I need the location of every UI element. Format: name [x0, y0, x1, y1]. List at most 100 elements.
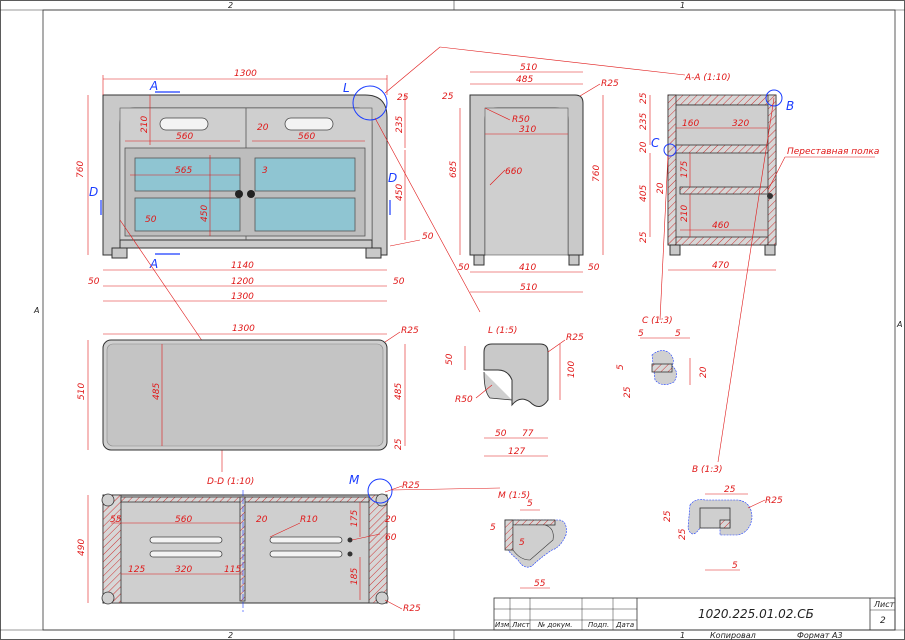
dim-front-20: 20: [257, 123, 269, 133]
section-mark-a-bottom: A: [149, 257, 158, 271]
col-podp: Подп.: [588, 621, 609, 629]
top-view: 1300 R25 510 485 485 25: [77, 324, 419, 451]
col-izm: Изм.: [495, 621, 511, 629]
dim-aa-470: 470: [712, 261, 729, 271]
dim-front-leg: 50: [422, 232, 434, 242]
dim-side-760: 760: [592, 165, 602, 182]
dim-aa-235: 235: [639, 113, 649, 130]
section-mark-d-left: D: [89, 185, 98, 199]
dim-top-1300: 1300: [232, 324, 255, 334]
front-view: 1300 760 210 560 20 560 565 3 450 50 235…: [76, 46, 686, 472]
dim-aa-210: 210: [680, 205, 690, 222]
designation: 1020.225.01.02.СБ: [698, 607, 814, 621]
dim-front-1140: 1140: [231, 261, 254, 271]
dim-m-55: 55: [534, 579, 546, 589]
sheet-number: 2: [880, 616, 886, 626]
dim-top-485: 485: [152, 383, 162, 400]
dim-m-5h: 5: [490, 523, 496, 533]
detail-l-title: L (1:5): [488, 326, 517, 336]
dim-side-510: 510: [520, 63, 537, 73]
dim-side-685: 685: [449, 161, 459, 178]
dim-dd-175: 175: [350, 510, 360, 527]
detail-mark-b: B: [786, 99, 794, 113]
zone-label: 2: [228, 631, 233, 640]
dim-l-100: 100: [567, 361, 577, 378]
dim-b-5: 5: [732, 561, 738, 571]
dim-b-25a: 25: [663, 510, 673, 522]
section-aa: A-A (1:10) B C Переставная полка 235 160…: [639, 73, 879, 463]
dim-dd-320: 320: [175, 565, 192, 575]
dim-l-77: 77: [522, 429, 534, 439]
dim-front-50-r: 50: [393, 277, 405, 287]
dim-front-560-r: 560: [298, 132, 315, 142]
dim-dd-r25: R25: [402, 481, 420, 491]
dim-b-25b: 25: [678, 528, 688, 540]
dim-m-5v: 5: [519, 538, 525, 548]
detail-b-title: B (1:3): [692, 465, 723, 475]
zone-label: A: [896, 320, 902, 329]
dim-dd-125: 125: [128, 565, 145, 575]
dim-aa-405: 405: [639, 185, 649, 202]
dim-aa-160: 160: [682, 119, 699, 129]
detail-c: C (1:3) 5 5 5 20 25: [616, 316, 709, 398]
dim-top-485r: 485: [394, 383, 404, 400]
dim-side-50-l: 50: [458, 263, 470, 273]
zone-label: 2: [228, 1, 233, 10]
dim-front-450-r: 450: [395, 184, 405, 201]
dim-front-235: 235: [395, 116, 405, 133]
detail-m-title: M (1:5): [498, 491, 530, 501]
detail-mark-l: L: [343, 81, 350, 95]
section-dd-title: D-D (1:10): [207, 477, 254, 487]
dim-aa-b25: 25: [639, 231, 649, 243]
dim-dd-185: 185: [350, 568, 360, 585]
dim-m-5w: 5: [527, 499, 533, 509]
detail-b: B (1:3) 25 R25 25 25 5: [663, 465, 783, 571]
sheet-label: Лист: [873, 600, 895, 609]
dim-c-20: 20: [699, 366, 709, 378]
dim-front-25: 25: [397, 93, 409, 103]
dim-aa-460: 460: [712, 221, 729, 231]
section-mark-a-top: A: [149, 79, 158, 93]
dim-side-510b: 510: [520, 283, 537, 293]
dim-dd-55: 55: [110, 515, 122, 525]
col-data: Дата: [615, 621, 634, 629]
dim-front-1300: 1300: [234, 69, 257, 79]
detail-c-title: C (1:3): [642, 316, 673, 326]
dim-aa-320: 320: [732, 119, 749, 129]
dim-aa-20: 20: [639, 141, 649, 153]
dim-c-5a: 5: [638, 329, 644, 339]
dim-dd-r10: R10: [300, 515, 318, 525]
section-mark-d-right: D: [388, 171, 397, 185]
dim-front-210: 210: [140, 116, 150, 133]
section-dd: D-D (1:10) M R25 55 560 20 R10 175 20 60: [77, 473, 501, 614]
dim-front-760: 760: [76, 161, 86, 178]
dim-dd-r25b: R25: [403, 604, 421, 614]
dim-b-r25: R25: [765, 496, 783, 506]
dim-l-r50: R50: [455, 395, 473, 405]
section-aa-title: A-A (1:10): [684, 73, 731, 83]
zone-label: 1: [680, 1, 685, 10]
dim-side-310: 310: [519, 125, 536, 135]
format-label: Формат А3: [797, 631, 843, 640]
col-list: Лист: [511, 621, 531, 629]
dim-aa-s20: 20: [656, 182, 666, 194]
detail-mark-c: C: [651, 136, 660, 150]
detail-m: M (1:5) 5 5 5 55: [490, 491, 567, 589]
dim-side-485: 485: [516, 75, 533, 85]
copied-label: Копировал: [710, 631, 756, 640]
dim-front-450: 450: [200, 205, 210, 222]
side-view: 510 485 R25 R50 310 685 760 660 25 50 41…: [442, 63, 619, 293]
dim-front-1300b: 1300: [231, 292, 254, 302]
dim-front-1200: 1200: [231, 277, 254, 287]
dim-c-25: 25: [623, 386, 633, 398]
dim-front-560-l: 560: [176, 132, 193, 142]
dim-dd-20: 20: [256, 515, 268, 525]
dim-aa-t25: 25: [639, 92, 649, 104]
zone-label: A: [33, 306, 39, 315]
dim-dd-20h: 20: [385, 515, 397, 525]
dim-front-3: 3: [262, 166, 268, 176]
dim-side-r50: R50: [512, 115, 530, 125]
dim-c-5: 5: [616, 364, 626, 370]
dim-front-565: 565: [175, 166, 192, 176]
